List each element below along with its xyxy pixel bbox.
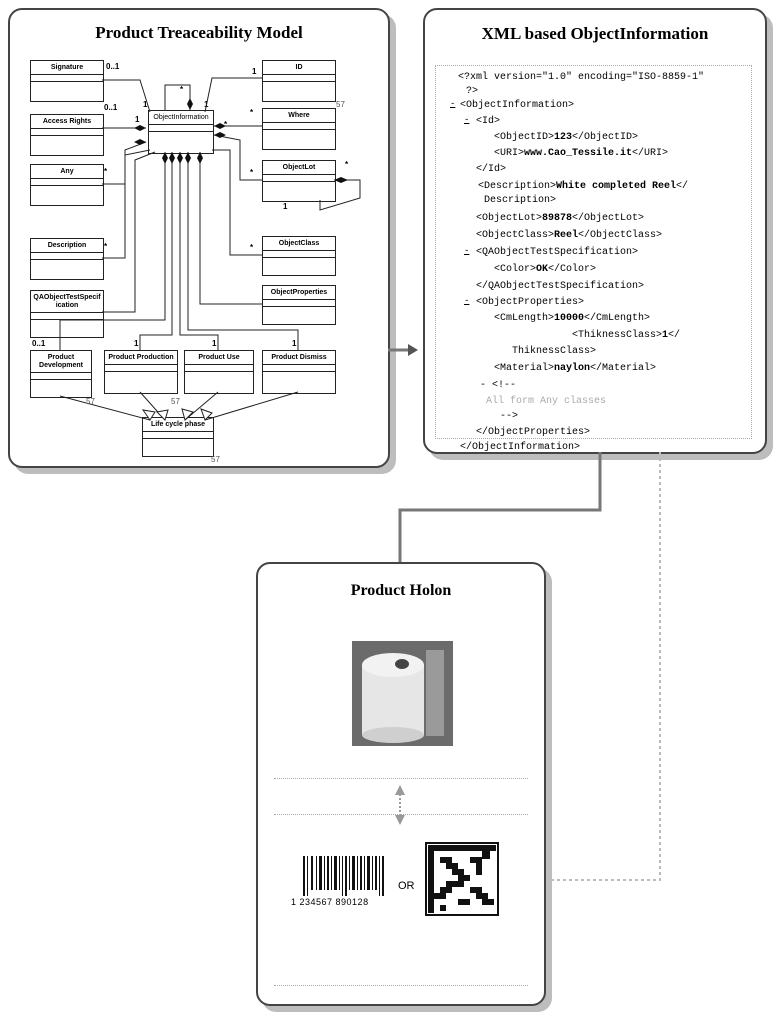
uml-class-id: ID <box>262 60 336 102</box>
xml-line: </ObjectProperties> <box>476 427 590 439</box>
xml-line: <QAObjectTestSpecification> <box>476 247 638 259</box>
xml-line: <ObjectInformation> <box>460 100 574 112</box>
or-label: OR <box>398 880 415 892</box>
collapse-toggle[interactable]: - <box>450 99 455 109</box>
uml-class-object-lot: ObjectLot <box>262 160 336 202</box>
holon-title: Product Holon <box>258 582 544 600</box>
uml-class-life-cycle-phase: Life cycle phase <box>142 417 214 457</box>
mult-lot-1: 1 <box>283 202 287 211</box>
traceability-model-title: Product Treaceability Model <box>10 23 388 43</box>
barcode-digits: 1 234567 890128 <box>291 897 369 907</box>
xml-line: <Id> <box>476 116 500 128</box>
uml-class-product-use: Product Use <box>184 350 254 394</box>
xml-comment: All form Any classes <box>486 396 606 408</box>
uml-class-object-information: ObjectInformation <box>148 110 214 154</box>
xml-line: <?xml version="1.0" encoding="ISO-8859-1… <box>458 72 704 84</box>
uml-class-product-dismiss: Product Dismiss <box>262 350 336 394</box>
uml-class-any: Any <box>30 164 104 206</box>
xml-line: <Color>OK</Color> <box>494 264 596 276</box>
mult-id-1: 1 <box>252 67 256 76</box>
uml-class-where: Where <box>262 108 336 150</box>
mult-many-4: * <box>104 167 107 176</box>
xml-line: <ObjectLot>89878</ObjectLot> <box>476 213 644 225</box>
xml-line: <ObjectID>123</ObjectID> <box>494 132 638 144</box>
xml-panel-title: XML based ObjectInformation <box>425 24 765 44</box>
marker: 57 <box>211 455 220 464</box>
xml-line: <Description>White completed Reel</ <box>478 181 688 193</box>
mult-many-6: * <box>250 168 253 177</box>
product-holon-panel: Product Holon <box>256 562 546 1006</box>
xml-line: Description> <box>484 195 556 207</box>
collapse-toggle[interactable]: - <box>464 296 469 306</box>
uml-class-qa-spec: QAObjectTestSpecification <box>30 290 104 338</box>
mult-many-1: * <box>180 85 183 94</box>
mult-many-7: * <box>250 243 253 252</box>
xml-line: </ObjectInformation> <box>460 442 580 454</box>
holon-top-section <box>274 620 528 779</box>
mult-oi-1a: 1 <box>143 100 147 109</box>
collapse-toggle[interactable]: - <box>464 115 469 125</box>
mult-dev: 0..1 <box>32 339 45 348</box>
xml-line: </QAObjectTestSpecification> <box>476 281 644 293</box>
mult-prod-1: 1 <box>134 339 138 348</box>
xml-line: ThiknessClass> <box>512 346 596 358</box>
xml-line: <URI>www.Cao_Tessile.it</URI> <box>494 148 668 160</box>
xml-line: - <!-- <box>480 380 516 392</box>
xml-line: <ObjectProperties> <box>476 297 584 309</box>
mult-access-rights: 0..1 <box>104 103 117 112</box>
marker: 57 <box>336 100 345 109</box>
mult-use-1: 1 <box>212 339 216 348</box>
mult-dismiss-1: 1 <box>292 339 296 348</box>
mult-oi-1c: 1 <box>204 100 208 109</box>
uml-class-product-development: Product Development <box>30 350 92 398</box>
xml-line: <ThiknessClass>1</ <box>572 330 680 342</box>
uml-class-product-production: Product Production <box>104 350 178 394</box>
uml-class-object-properties: ObjectProperties <box>262 285 336 325</box>
mult-signature: 0..1 <box>106 62 119 71</box>
marker: 57 <box>171 397 180 406</box>
xml-line: <CmLength>10000</CmLength> <box>494 313 650 325</box>
mult-many-5: * <box>104 242 107 251</box>
mult-oi-1b: 1 <box>135 115 139 124</box>
xml-line: <Material>naylon</Material> <box>494 363 656 375</box>
xml-line: </Id> <box>476 164 506 176</box>
uml-class-description: Description <box>30 238 104 280</box>
mult-many-3: * <box>224 120 227 129</box>
marker: 57 <box>86 397 95 406</box>
mult-many-2: * <box>250 108 253 117</box>
uml-class-object-class: ObjectClass <box>262 236 336 276</box>
xml-line: --> <box>500 411 518 423</box>
uml-class-signature: Signature <box>30 60 104 102</box>
collapse-toggle[interactable]: - <box>464 246 469 256</box>
uml-class-access-rights: Access Rights <box>30 114 104 156</box>
xml-line: ?> <box>466 86 478 98</box>
xml-line: <ObjectClass>Reel</ObjectClass> <box>476 230 662 242</box>
mult-many-8: * <box>345 160 348 169</box>
